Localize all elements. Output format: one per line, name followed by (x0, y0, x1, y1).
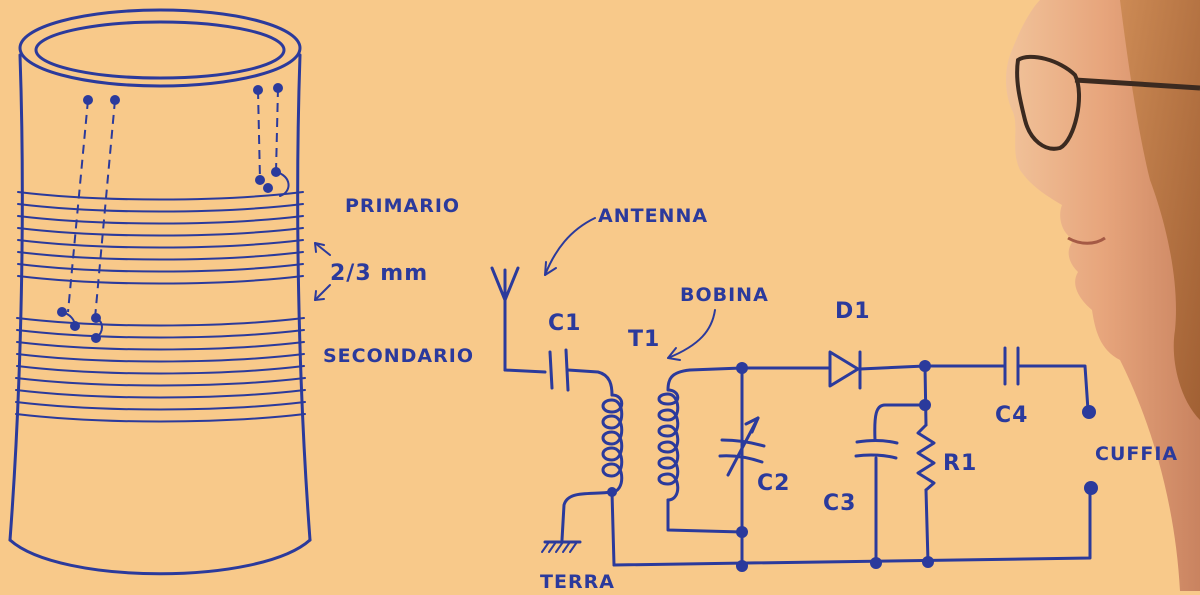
cuffia-label: CUFFIA (1095, 443, 1178, 465)
coil-inductor-t1 (657, 309, 744, 534)
wire-top-left (688, 366, 832, 372)
secondary-winding (15, 317, 306, 423)
wire-leads (57, 83, 290, 343)
terra-label: TERRA (540, 571, 615, 591)
c3-label: C3 (823, 491, 856, 516)
coil-inductor-left (560, 393, 624, 567)
c1-capacitor (548, 348, 614, 397)
ground-symbol (541, 540, 582, 553)
d1-label: D1 (835, 299, 871, 324)
antenna-symbol (490, 217, 596, 374)
spacing-label: 2/3 mm (330, 261, 428, 286)
coil-form (8, 8, 331, 576)
primary-winding (17, 191, 304, 285)
r1-label: R1 (943, 451, 977, 476)
d1-diode (828, 350, 1007, 390)
c3-capacitor (854, 403, 927, 565)
junction-dots (736, 360, 1098, 572)
antenna-label: ANTENNA (598, 205, 708, 227)
circuit-schematic (490, 217, 1098, 572)
r1-resistor (916, 364, 936, 564)
c1-label: C1 (548, 311, 581, 336)
c4-label: C4 (995, 403, 1028, 428)
primario-label: PRIMARIO (345, 195, 460, 217)
c4-capacitor (1003, 346, 1090, 412)
bobina-label: BOBINA (680, 284, 769, 306)
wire-bottom-rail (612, 488, 1092, 567)
secondario-label: SECONDARIO (323, 345, 474, 367)
c2-variable-capacitor (718, 416, 766, 477)
spacing-arrows (314, 242, 331, 301)
c2-label: C2 (757, 471, 790, 496)
person-photo (1005, 0, 1200, 591)
t1-label: T1 (628, 327, 660, 352)
